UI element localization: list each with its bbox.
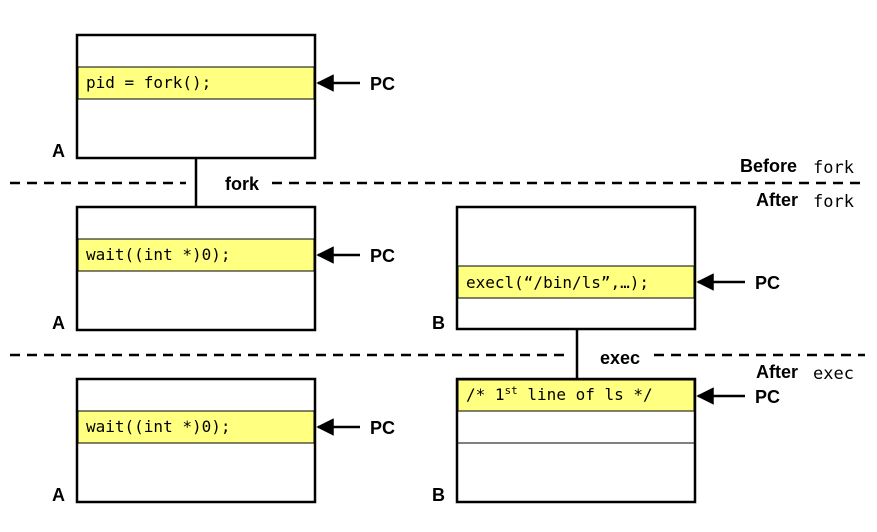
- after-exec-label: After exec: [756, 362, 854, 384]
- pc-label: PC: [755, 387, 780, 407]
- process-b-after-fork: execl(“/bin/ls”,…); B: [432, 205, 697, 333]
- current-line-highlight: [77, 238, 315, 272]
- process-a-after-exec: wait((int *)0); A: [52, 377, 317, 505]
- exec-edge-label: exec: [600, 348, 640, 368]
- pc-label: PC: [370, 418, 395, 438]
- before-fork-word: Before: [740, 156, 797, 176]
- process-label: B: [432, 313, 445, 333]
- current-line-highlight: [77, 410, 315, 444]
- process-b-after-exec: /* 1st line of ls */ B: [432, 377, 697, 505]
- pc-label: PC: [755, 273, 780, 293]
- process-a-before-fork: pid = fork(); A: [52, 33, 317, 161]
- after-exec-code: exec: [813, 364, 854, 384]
- current-line-highlight: [457, 379, 695, 412]
- code-line-superscript: st: [505, 384, 518, 397]
- code-line-prefix: /* 1: [466, 385, 505, 404]
- after-exec-word: After: [756, 362, 798, 382]
- code-line: wait((int *)0);: [86, 245, 231, 264]
- after-fork-label: After fork: [756, 190, 854, 212]
- current-line-highlight: [77, 66, 315, 100]
- before-fork-label: Before fork: [740, 156, 854, 178]
- code-line: execl(“/bin/ls”,…);: [466, 273, 649, 292]
- code-line-suffix: line of ls */: [518, 385, 653, 404]
- after-fork-code: fork: [813, 192, 854, 212]
- process-label: A: [52, 485, 65, 505]
- code-line: /* 1st line of ls */: [466, 384, 653, 404]
- code-line: pid = fork();: [86, 73, 211, 92]
- before-fork-code: fork: [813, 158, 854, 178]
- code-line: wait((int *)0);: [86, 417, 231, 436]
- process-label: A: [52, 141, 65, 161]
- current-line-highlight: [457, 265, 695, 299]
- fork-edge-label: fork: [225, 174, 260, 194]
- pc-label: PC: [370, 74, 395, 94]
- process-a-after-fork: wait((int *)0); A: [52, 205, 317, 333]
- after-fork-word: After: [756, 190, 798, 210]
- process-label: A: [52, 313, 65, 333]
- pc-label: PC: [370, 246, 395, 266]
- process-label: B: [432, 485, 445, 505]
